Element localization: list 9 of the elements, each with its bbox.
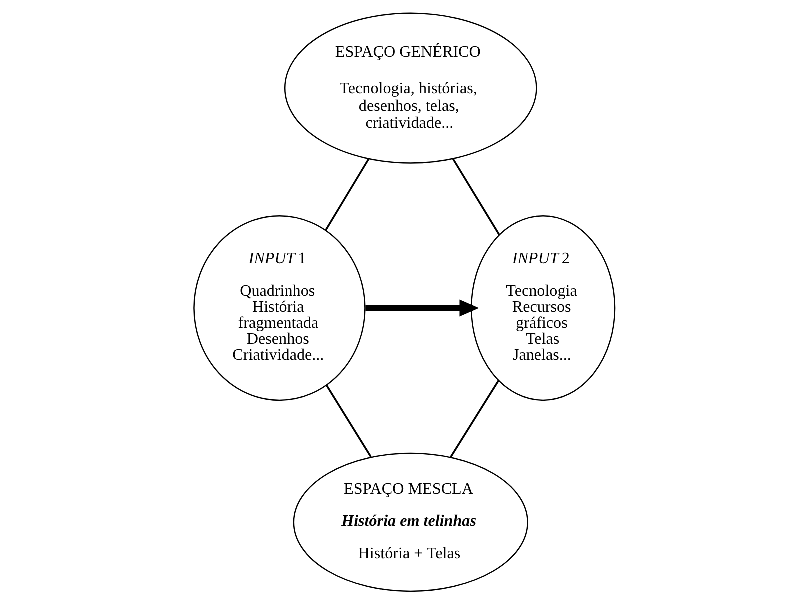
node-ellipse: ESPAÇO MESCLA História em telinhas História + Telas — [292, 452, 528, 592]
node-ellipse: INPUT 2 Tecnologia Recursos gráficos Telas Janelas... — [470, 215, 616, 402]
connector — [325, 384, 372, 458]
node-circle: INPUT 1 Quadrinhos História fragmentada Desenhos Criatividade... — [193, 215, 366, 402]
connector — [452, 158, 500, 236]
connector — [324, 158, 370, 232]
node-ellipse: ESPAÇO GENÉRICO Tecnologia, histórias, desenhos, telas, criatividade... — [284, 12, 537, 164]
arrow — [365, 300, 479, 317]
connector — [449, 380, 500, 458]
